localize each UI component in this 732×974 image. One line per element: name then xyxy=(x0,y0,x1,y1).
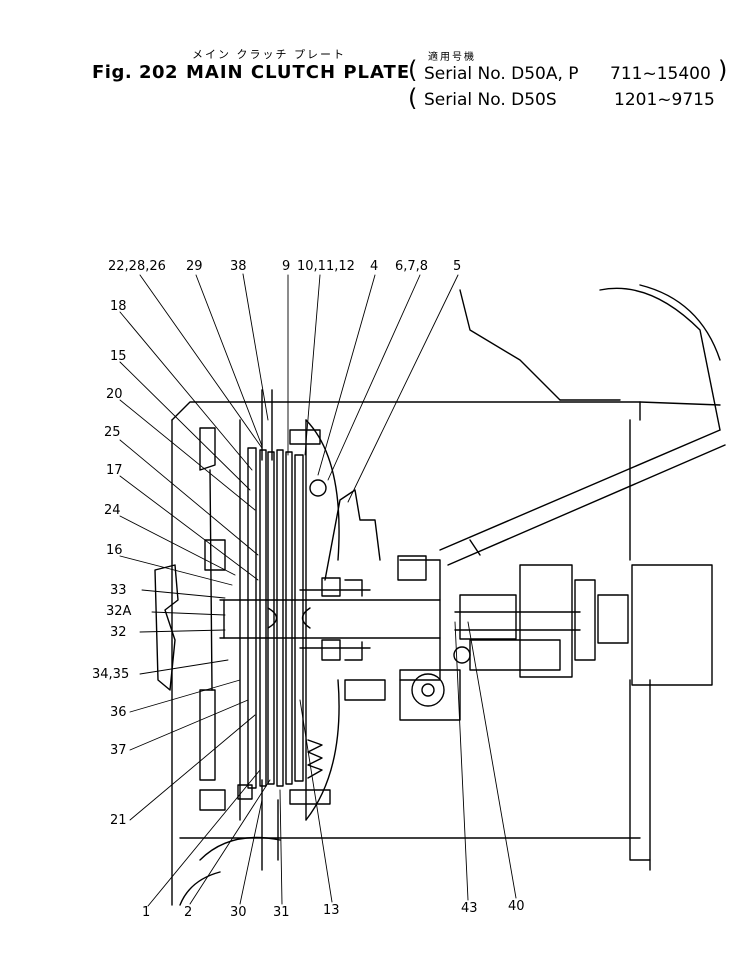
serial-note: 適用号機 xyxy=(428,52,476,63)
pressure-plate xyxy=(305,419,381,821)
clutch-plate-stack xyxy=(237,389,331,871)
callout-6-7-8: 6,7,8 xyxy=(395,259,428,274)
callout-22-28-26: 22,28,26 xyxy=(108,259,166,274)
callout-30: 30 xyxy=(230,905,247,920)
callout-33: 33 xyxy=(110,583,127,598)
callout-2: 2 xyxy=(184,905,192,920)
serial-1-range: 711~15400 xyxy=(610,64,711,84)
callout-32: 32 xyxy=(110,625,127,640)
callout-15: 15 xyxy=(110,349,127,364)
figure-label: Fig. 202 xyxy=(92,62,179,83)
callout-16: 16 xyxy=(106,543,123,558)
flywheel-cover xyxy=(154,427,226,811)
callout-34-35: 34,35 xyxy=(92,667,129,682)
callout-37: 37 xyxy=(110,743,127,758)
callout-13: 13 xyxy=(323,903,340,918)
callout-24: 24 xyxy=(104,503,121,518)
callout-31: 31 xyxy=(273,905,290,920)
callout-4: 4 xyxy=(370,259,378,274)
callout-9: 9 xyxy=(282,259,290,274)
callout-36: 36 xyxy=(110,705,127,720)
leader-lines xyxy=(119,273,517,907)
callout-10-11-12: 10,11,12 xyxy=(297,259,355,274)
callout-18: 18 xyxy=(110,299,127,314)
paren-open-2: ( xyxy=(408,84,418,112)
callout-5: 5 xyxy=(453,259,461,274)
serial-1-model: Serial No. D50A, P xyxy=(424,64,579,84)
callout-1: 1 xyxy=(142,905,150,920)
figure-title: MAIN CLUTCH PLATE xyxy=(186,62,411,83)
callout-20: 20 xyxy=(106,387,123,402)
paren-close-1: ) xyxy=(718,56,728,84)
callout-38: 38 xyxy=(230,259,247,274)
callout-21: 21 xyxy=(110,813,127,828)
callout-29: 29 xyxy=(186,259,203,274)
main-shaft xyxy=(219,559,713,686)
serial-2-model: Serial No. D50S xyxy=(424,90,557,110)
callout-32a: 32A xyxy=(106,604,132,619)
paren-open-1: ( xyxy=(408,56,418,84)
callout-25: 25 xyxy=(104,425,121,440)
control-rod xyxy=(397,429,726,581)
title-kana: メイン クラッチ プレート xyxy=(192,48,346,61)
housing-outline xyxy=(171,284,721,906)
serial-2-range: 1201~9715 xyxy=(614,90,715,110)
callout-17: 17 xyxy=(106,463,123,478)
lower-housing xyxy=(344,639,561,721)
callout-43: 43 xyxy=(461,901,478,916)
callout-labels: 22,28,26 29 38 9 10,11,12 4 6,7,8 5 18 1… xyxy=(92,259,525,920)
callout-40: 40 xyxy=(508,899,525,914)
